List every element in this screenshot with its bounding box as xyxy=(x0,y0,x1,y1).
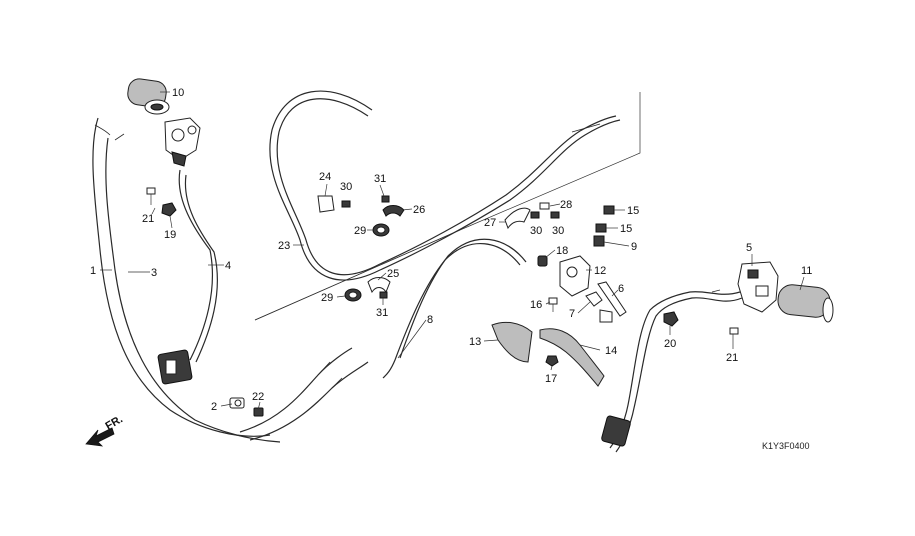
throttle-grip xyxy=(127,78,170,115)
nut-17 xyxy=(545,355,559,367)
lever-cover-13 xyxy=(491,321,533,363)
callout-22: 22 xyxy=(252,391,264,403)
left-bolt-19 xyxy=(161,202,177,217)
callout-31b: 31 xyxy=(376,307,388,319)
callout-23: 23 xyxy=(278,240,290,252)
callout-labels: 10 1 3 4 21 19 2 22 23 24 30 31 26 29 25… xyxy=(90,87,812,413)
callout-5: 5 xyxy=(746,242,752,254)
lower-cable-run xyxy=(239,347,369,441)
callout-30b: 30 xyxy=(530,225,542,237)
callout-29b: 29 xyxy=(321,292,333,304)
callout-18: 18 xyxy=(556,245,568,257)
screw-31a xyxy=(381,195,390,203)
cable-8 xyxy=(382,238,527,379)
pin-18 xyxy=(537,255,548,267)
screw-21b xyxy=(729,327,739,335)
diagram-code: K1Y3F0400 xyxy=(762,441,810,451)
front-direction-arrow xyxy=(85,427,115,447)
callout-10: 10 xyxy=(172,87,184,99)
bolts-28-30 xyxy=(530,202,560,219)
callout-15b: 15 xyxy=(620,223,632,235)
callout-27: 27 xyxy=(484,217,496,229)
leader-lines xyxy=(100,91,805,411)
lever-bracket-12 xyxy=(559,255,591,297)
switch-7 xyxy=(585,291,613,323)
rod-6 xyxy=(597,281,627,317)
callout-4: 4 xyxy=(225,260,231,272)
left-connector xyxy=(157,349,193,385)
callout-6: 6 xyxy=(618,283,624,295)
callout-20: 20 xyxy=(664,338,676,350)
bolt-30a xyxy=(341,200,351,208)
callout-3: 3 xyxy=(151,267,157,279)
clamp-26 xyxy=(382,205,405,217)
callout-2: 2 xyxy=(211,401,217,413)
callout-30a: 30 xyxy=(340,181,352,193)
right-connector xyxy=(601,415,631,447)
throttle-cables xyxy=(92,117,281,443)
grip-11 xyxy=(777,284,834,323)
cable-23 xyxy=(269,90,621,281)
ring-29b xyxy=(344,288,362,302)
callout-12: 12 xyxy=(594,265,606,277)
switch-housing-5 xyxy=(737,261,779,313)
bracket-27 xyxy=(504,207,531,230)
bolt-9 xyxy=(593,235,605,247)
callout-15a: 15 xyxy=(627,205,639,217)
ring-29a xyxy=(372,223,390,237)
callout-8: 8 xyxy=(427,314,433,326)
bolt-24 xyxy=(317,195,335,213)
bolt-20 xyxy=(663,311,679,327)
callout-14: 14 xyxy=(605,345,617,357)
bolt-16 xyxy=(548,297,558,312)
callout-21a: 21 xyxy=(142,213,154,225)
left-clamp-2 xyxy=(229,397,245,409)
callout-1: 1 xyxy=(90,265,96,277)
screw-31b xyxy=(379,291,388,299)
callout-21b: 21 xyxy=(726,352,738,364)
callout-13: 13 xyxy=(469,336,481,348)
callout-29a: 29 xyxy=(354,225,366,237)
callout-16: 16 xyxy=(530,299,542,311)
brake-lever-14 xyxy=(539,328,605,387)
callout-11: 11 xyxy=(801,265,812,277)
callout-25: 25 xyxy=(387,268,399,280)
front-direction-label: FR. xyxy=(104,413,125,432)
callout-24: 24 xyxy=(319,171,331,183)
throttle-housing xyxy=(164,117,201,167)
callout-30c: 30 xyxy=(552,225,564,237)
callout-31a: 31 xyxy=(374,173,386,185)
left-screw-21 xyxy=(146,187,156,205)
inset-boundary xyxy=(254,92,641,321)
callout-7: 7 xyxy=(569,308,575,320)
callout-19: 19 xyxy=(164,229,176,241)
callout-17: 17 xyxy=(545,373,557,385)
callout-9: 9 xyxy=(631,241,637,253)
callout-26: 26 xyxy=(413,204,425,216)
callout-28: 28 xyxy=(560,199,572,211)
